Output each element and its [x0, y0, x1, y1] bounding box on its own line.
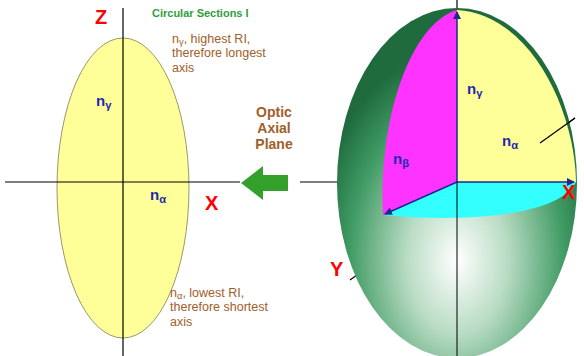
- axis-label: Y: [330, 258, 343, 281]
- index-label: nγ: [96, 92, 111, 109]
- plane-caption: Optic Axial Plane: [240, 104, 308, 152]
- axis-note: nα, lowest RI, therefore shortest axis: [170, 286, 270, 329]
- index-label: nγ: [467, 80, 482, 97]
- diagram-title: Circular Sections I: [152, 7, 249, 20]
- index-label: nβ: [393, 150, 409, 167]
- index-label: nα: [150, 186, 166, 203]
- axis-label: X: [205, 192, 218, 215]
- axis-label: Z: [95, 6, 107, 29]
- axis-label: X: [562, 181, 575, 204]
- index-label: nα: [502, 132, 518, 149]
- axis-note: nγ, highest RI, therefore longest axis: [172, 32, 284, 75]
